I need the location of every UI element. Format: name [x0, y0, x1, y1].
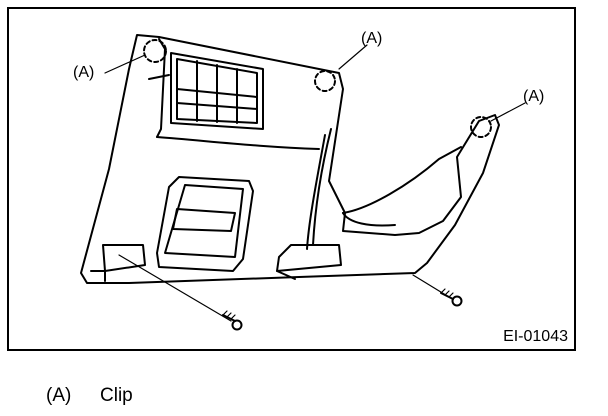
- clip-circle-left: [143, 39, 167, 63]
- center-tab: [276, 244, 342, 272]
- vent-grille: [170, 52, 264, 130]
- diagram-frame: (A) (A) (A) EI-01043: [7, 7, 576, 351]
- callout-label-right: (A): [523, 88, 545, 105]
- storage-pocket: [156, 176, 254, 272]
- figure-id: EI-01043: [503, 328, 568, 345]
- legend: (A) Clip: [46, 385, 133, 407]
- screw-left-icon: [222, 310, 243, 331]
- legend-description: Clip: [100, 385, 133, 406]
- legend-key: (A): [46, 385, 72, 406]
- clip-circle-top: [314, 70, 336, 92]
- left-tab: [102, 244, 146, 272]
- screw-right-icon: [440, 288, 463, 307]
- lower-instrument-panel-cover-illustration: [80, 34, 526, 331]
- callout-label-left: (A): [73, 64, 95, 81]
- clip-circle-right: [470, 116, 492, 138]
- callout-label-top: (A): [361, 30, 383, 47]
